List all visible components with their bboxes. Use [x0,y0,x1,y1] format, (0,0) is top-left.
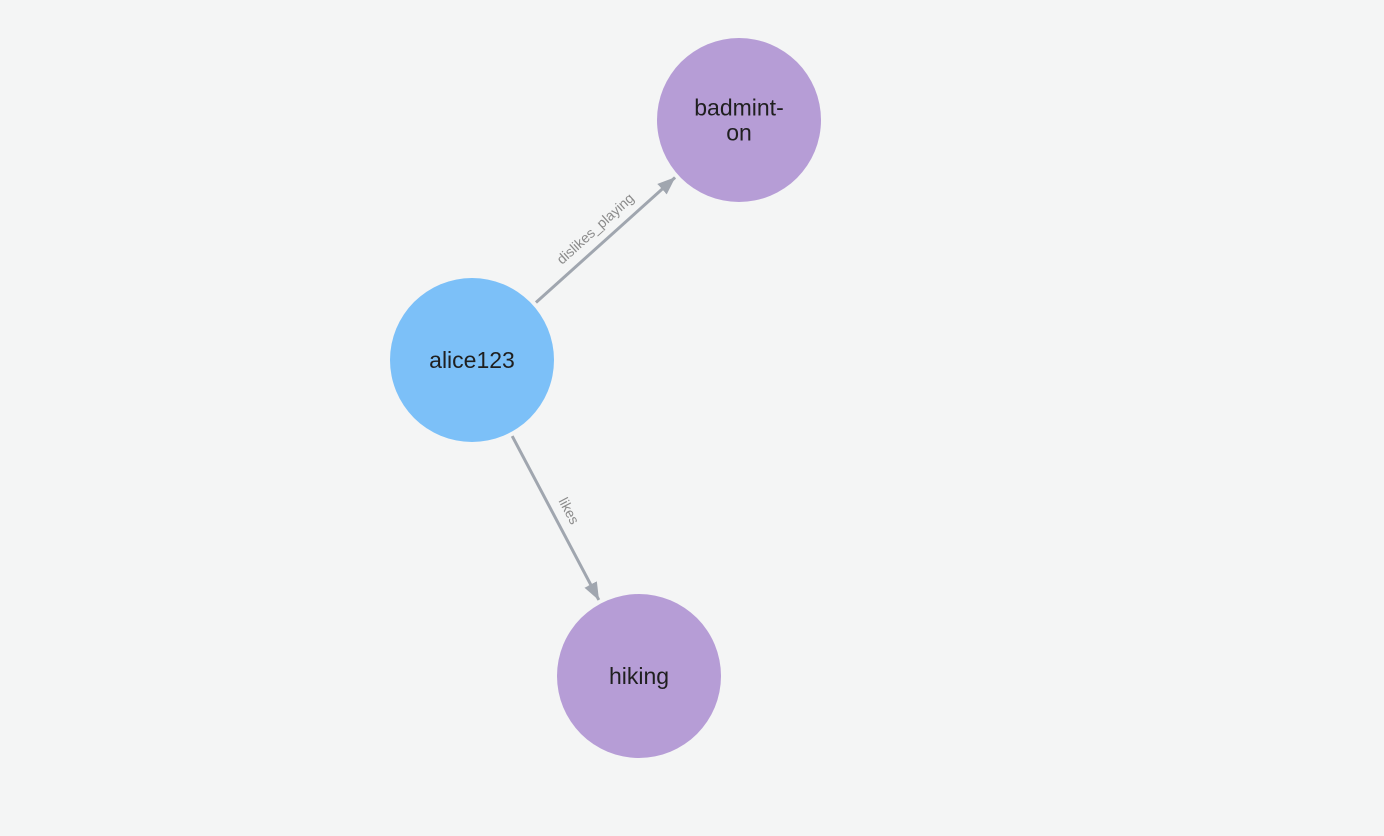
node-circle [557,594,721,758]
graph-node-hiking[interactable]: hiking [557,594,721,758]
node-circle [390,278,554,442]
node-label: alice123 [429,347,515,373]
node-circle [657,38,821,202]
edge-label: dislikes_playing [553,190,637,267]
graph-edge-likes[interactable]: likes [510,435,601,601]
graph-edge-dislikes_playing[interactable]: dislikes_playing [534,176,677,304]
node-label: hiking [609,663,669,689]
node-label: badmint-on [694,95,783,146]
edge-label: likes [556,495,583,527]
graph-node-alice123[interactable]: alice123 [390,278,554,442]
edge-line [510,435,601,601]
edge-line [534,176,677,304]
graph-node-badminton[interactable]: badmint-on [657,38,821,202]
